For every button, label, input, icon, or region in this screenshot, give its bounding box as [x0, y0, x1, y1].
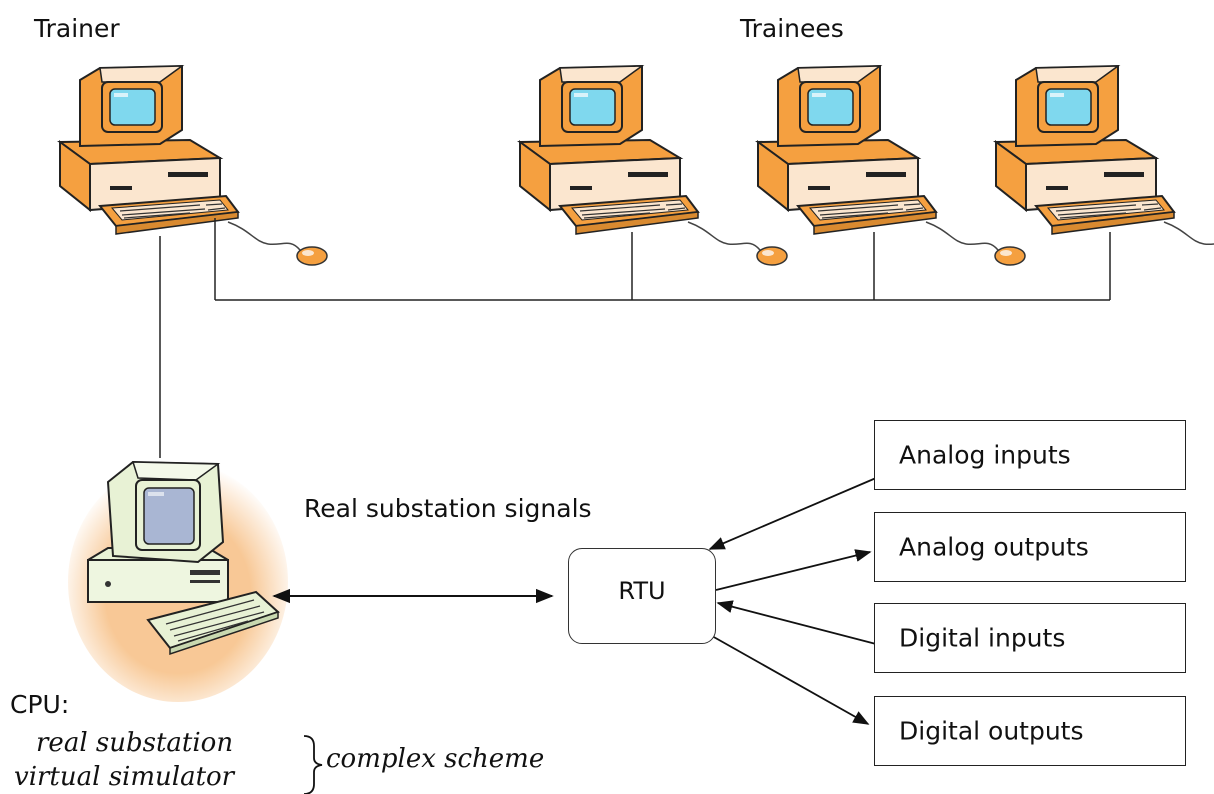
analog-outputs-label: Analog outputs: [899, 532, 1089, 562]
digital-outputs-arrow: [711, 635, 870, 725]
trainer-computer-icon: [59, 65, 328, 266]
analog-outputs-arrow: [715, 549, 872, 591]
trainee-computer-icon: [519, 65, 788, 266]
digital-inputs-label: Digital inputs: [899, 623, 1066, 653]
rtu-box: RTU: [568, 548, 716, 644]
digital-inputs-arrow: [716, 600, 877, 645]
analog-inputs-label: Analog inputs: [899, 440, 1071, 470]
digital-outputs-box: Digital outputs: [874, 696, 1186, 766]
signals-label: Real substation signals: [304, 494, 592, 523]
rtu-label: RTU: [618, 577, 666, 605]
brace: [303, 735, 323, 794]
analog-inputs-arrow: [708, 477, 877, 550]
digital-inputs-box: Digital inputs: [874, 603, 1186, 673]
analog-inputs-box: Analog inputs: [874, 420, 1186, 490]
network-bus: [214, 218, 1111, 301]
trainees-label: Trainees: [740, 14, 844, 43]
real-substation-label: real substation: [36, 728, 234, 758]
trainer-label: Trainer: [34, 14, 120, 43]
analog-outputs-box: Analog outputs: [874, 512, 1186, 582]
digital-outputs-label: Digital outputs: [899, 716, 1084, 746]
trainee-computer-icon: [995, 65, 1214, 266]
complex-scheme-label: complex scheme: [326, 744, 545, 774]
trainee-computer-icon: [757, 65, 1026, 266]
cpu-label: CPU:: [10, 690, 70, 719]
virtual-simulator-label: virtual simulator: [14, 762, 235, 792]
cpu-computer-icon: [67, 461, 289, 703]
